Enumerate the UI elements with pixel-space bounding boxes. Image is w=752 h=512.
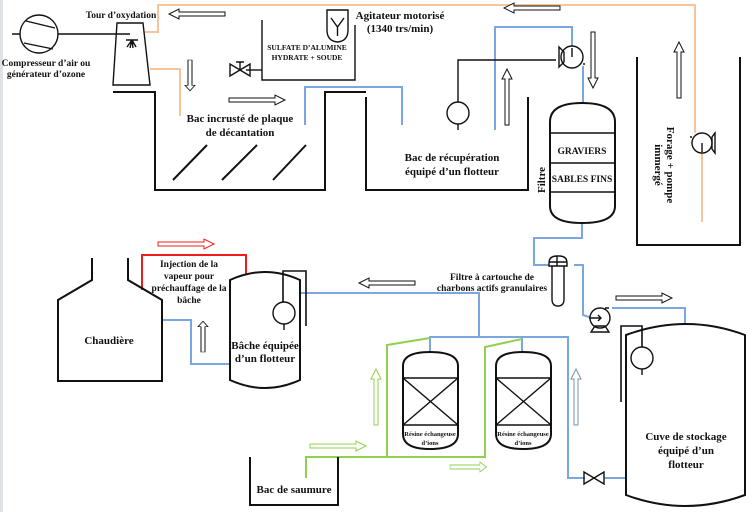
valve-icon[interactable] (583, 470, 605, 486)
storage-tank (620, 323, 746, 507)
svg-text:Filtre à cartouche de: Filtre à cartouche de (450, 273, 534, 283)
svg-text:(1340 trs/min): (1340 trs/min) (367, 23, 434, 35)
submersible-pump-icon[interactable] (690, 130, 716, 156)
pump-icon[interactable] (589, 307, 611, 333)
treated-water-pipes (162, 26, 686, 479)
float-icon (446, 59, 556, 130)
svg-text:Bac de récupération: Bac de récupération (405, 152, 500, 164)
svg-text:Bâche équipée: Bâche équipée (231, 340, 299, 352)
svg-text:équipé d’un: équipé d’un (658, 445, 714, 457)
carbon-cartridge-filter (548, 255, 568, 307)
flow-arrow-left (358, 277, 416, 289)
svg-text:d’ions: d’ions (515, 440, 532, 447)
feed-tank-label: Bâche équipée d’un flotteur (231, 340, 299, 365)
storage-tank-label: Cuve de stockage équipé d’un flotteur (645, 431, 726, 471)
recovery-tank (365, 97, 529, 191)
svg-text:Forage + pompe: Forage + pompe (664, 127, 676, 204)
svg-text:Résine échangeuse: Résine échangeuse (404, 431, 456, 438)
oxidation-tower-label: Tour d’oxydation (86, 11, 157, 21)
flow-arrow-up (501, 68, 513, 126)
svg-text:générateur d’ozone: générateur d’ozone (7, 70, 85, 80)
svg-text:Agitateur motorisé: Agitateur motorisé (356, 10, 445, 22)
agitator-label: Agitateur motorisé (1340 trs/min) (356, 10, 445, 35)
carbon-filter-label: Filtre à cartouche de charbons actifs gr… (437, 273, 547, 294)
svg-text:flotteur: flotteur (668, 459, 704, 471)
svg-text:Injection de la: Injection de la (160, 260, 218, 270)
reagent-tank-label: SULFATE D’ALUMINE HYDRATE + SOUDE (267, 43, 347, 62)
flow-arrow-up (570, 368, 582, 426)
svg-text:préchauffage de la: préchauffage de la (152, 284, 227, 294)
svg-text:de décantation: de décantation (206, 127, 275, 139)
svg-text:Cuve de stockage: Cuve de stockage (645, 431, 726, 443)
svg-text:équipé d’un flotteur: équipé d’un flotteur (405, 166, 499, 178)
pump-icon[interactable] (558, 45, 585, 69)
recovery-tank-label: Bac de récupération équipé d’un flotteur (405, 152, 500, 178)
agitator-icon (326, 9, 349, 43)
svg-text:HYDRATE + SOUDE: HYDRATE + SOUDE (272, 53, 343, 62)
svg-text:d’un flotteur: d’un flotteur (235, 353, 295, 365)
settling-tank-label: Bac incrusté de plaque de décantation (187, 113, 294, 139)
compressor-label: Compresseur d’air ou générateur d’ozone (2, 59, 91, 80)
brine-tank (249, 457, 339, 506)
reagent-tank (246, 20, 356, 81)
flow-arrow-up (197, 320, 209, 353)
svg-text:vapeur pour: vapeur pour (164, 272, 215, 282)
valve-icon[interactable] (229, 61, 251, 78)
filter-label: Filtre (536, 167, 548, 193)
gravel-layer-label: GRAVIERS (558, 147, 607, 157)
flow-arrow-right (228, 94, 286, 106)
borehole (636, 57, 741, 246)
fine-sand-layer-label: SABLES FINS (552, 175, 612, 185)
resin-1-label: Résine échangeuse d’ions (404, 431, 456, 447)
raw-water-pipes (145, 4, 703, 222)
svg-text:immergé: immergé (652, 144, 664, 186)
ion-exchange-resin-2 (495, 350, 552, 451)
left-border (0, 0, 3, 512)
borehole-label: Forage + pompe immergé (652, 127, 676, 204)
boiler (57, 258, 163, 382)
flow-arrow-down (587, 31, 599, 89)
ion-exchange-resin-1 (402, 350, 459, 451)
flow-arrow-left (168, 8, 226, 20)
settling-tank (113, 91, 366, 191)
steam-injection-label: Injection de la vapeur pour préchauffage… (152, 260, 227, 306)
svg-text:Résine échangeuse: Résine échangeuse (497, 431, 549, 438)
brine-arrow-up (370, 368, 382, 426)
compressor-icon (12, 14, 130, 54)
steam-arrow-right (157, 238, 215, 250)
svg-text:Bac incrusté de plaque: Bac incrusté de plaque (187, 113, 294, 125)
flow-arrow-up (673, 41, 685, 99)
brine-pipes (305, 337, 523, 478)
flow-arrow-right (615, 292, 673, 304)
svg-text:d’ions: d’ions (422, 440, 439, 447)
brine-arrow-right (449, 461, 487, 473)
svg-text:bâche: bâche (177, 296, 201, 306)
steam-pipe (141, 254, 247, 290)
brine-arrow-right (309, 440, 367, 452)
svg-text:Compresseur d’air ou: Compresseur d’air ou (2, 59, 91, 69)
svg-text:charbons actifs granulaires: charbons actifs granulaires (437, 284, 547, 294)
svg-text:SULFATE D’ALUMINE: SULFATE D’ALUMINE (267, 43, 347, 52)
oxidation-tower (112, 22, 151, 86)
brine-tank-label: Bac de saumure (257, 484, 332, 496)
feed-tank (229, 270, 307, 389)
sand-filter (549, 101, 616, 225)
flow-arrow-down (184, 59, 196, 92)
resin-2-label: Résine échangeuse d’ions (497, 431, 549, 447)
boiler-label: Chaudière (84, 335, 133, 347)
